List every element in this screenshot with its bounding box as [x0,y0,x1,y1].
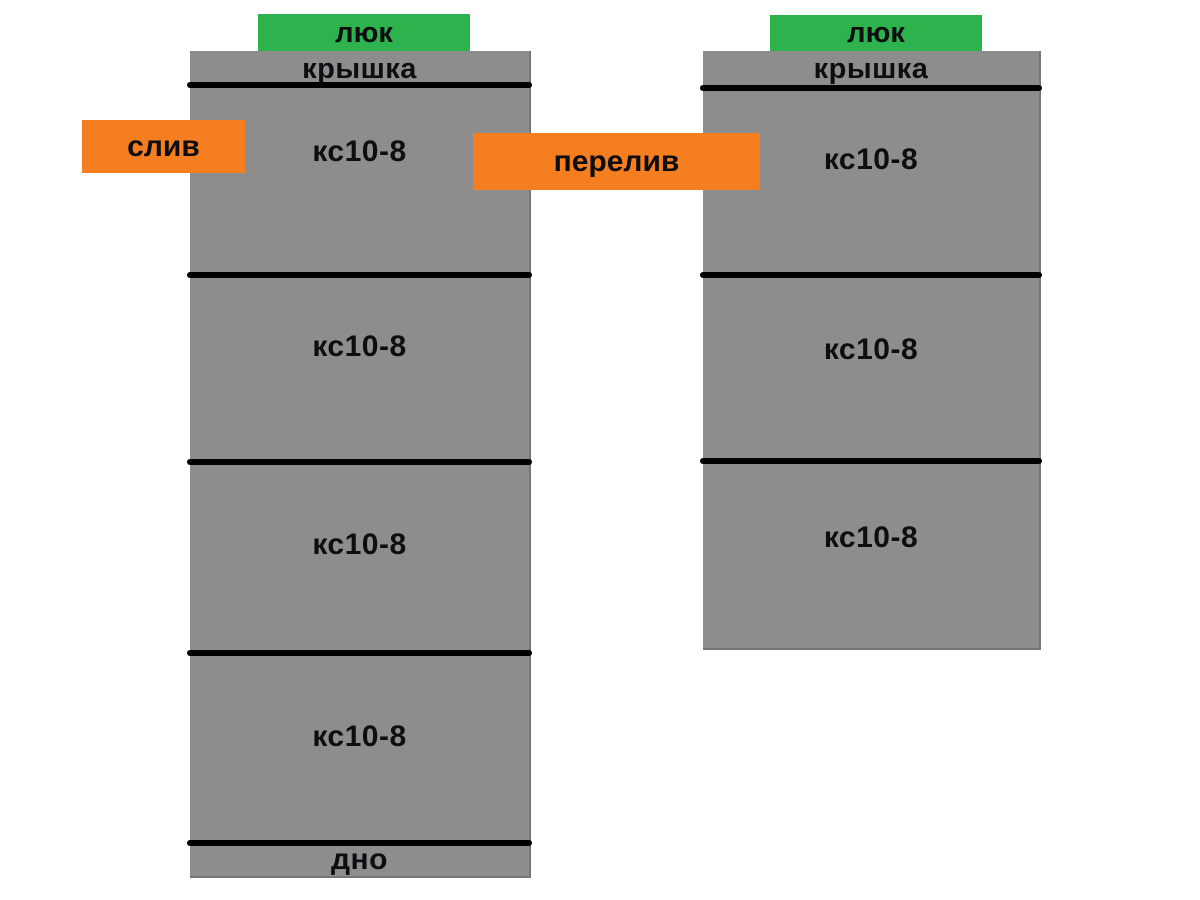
overflow-label: перелив [553,144,680,178]
left-ring-1-label: кс10-8 [312,135,407,168]
left-joint-3 [187,459,532,465]
left-ring-3-label: кс10-8 [312,528,407,561]
right-ring-3-label: кс10-8 [823,521,919,554]
right-joint-3 [700,458,1042,464]
drain-label: слив [127,129,200,163]
left-joint-1 [187,82,532,88]
right-hatch-label: люк [847,16,905,49]
left-cover-label: крышка [302,52,417,85]
left-hatch-block: люк [258,14,470,52]
left-ring-2-label: кс10-8 [312,330,407,363]
right-joint-2 [700,272,1042,278]
left-joint-4 [187,650,532,656]
left-hatch-label: люк [335,16,393,49]
overflow-callout: перелив [473,133,760,190]
right-joint-1 [700,85,1042,91]
right-cover-label: крышка [813,52,929,85]
right-ring-2-label: кс10-8 [823,333,919,366]
right-hatch-block: люк [770,15,982,51]
left-joint-2 [187,272,532,278]
left-ring-4-label: кс10-8 [312,720,407,753]
left-bottom-label: дно [331,843,388,876]
drain-callout: слив [82,120,245,173]
right-ring-1-label: кс10-8 [823,143,919,176]
left-joint-5 [187,840,532,846]
